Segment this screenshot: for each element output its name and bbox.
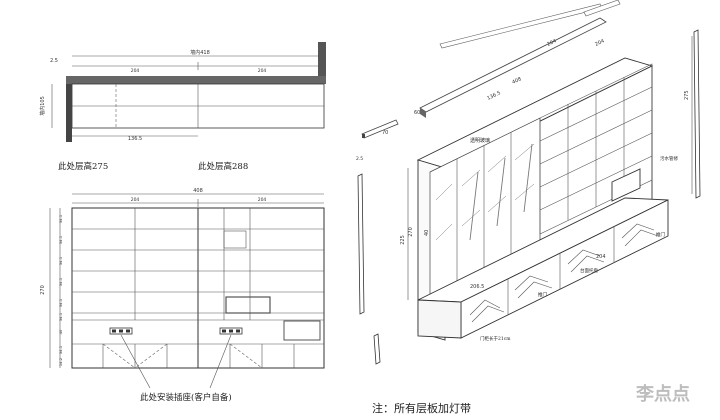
iso-w204b: 204: [594, 38, 605, 48]
top-seg-left: 204: [131, 68, 140, 74]
top-seg-right: 204: [258, 68, 267, 74]
socket-note: 此处安装插座(客户自备): [140, 392, 232, 403]
iso-204-bottom: 204: [596, 254, 606, 260]
iso-w408: 408: [511, 76, 522, 86]
iso-tall-right: 275: [684, 90, 690, 100]
svg-text:34.1: 34.1: [58, 235, 63, 244]
iso-open-shelves: [539, 63, 653, 235]
iso-door-mid: 推门: [538, 291, 547, 298]
iso-side-40: 40: [424, 230, 430, 236]
iso-w204a: 204: [546, 38, 557, 48]
left-wall-strip: [66, 84, 72, 142]
front-view: 408 204 204: [40, 188, 325, 403]
iso-lamp-right: 污水管修: [660, 155, 678, 162]
svg-text:34.1: 34.1: [58, 277, 63, 286]
socket-right: [219, 327, 243, 335]
iso-door-right: 推门: [656, 231, 665, 238]
iso-tray: 台面托盘: [580, 267, 598, 274]
iso-70: 70: [382, 130, 388, 136]
front-height-label: 270: [40, 285, 46, 295]
front-seg-right: 204: [258, 197, 267, 203]
front-seg-left: 204: [131, 197, 140, 203]
top-depth-label: 墙内105: [39, 96, 46, 116]
socket-left: [109, 327, 133, 335]
iso-206: 206.5: [470, 284, 484, 290]
front-right-shelves: [198, 208, 324, 369]
front-left-shelves: [72, 208, 198, 369]
iso-tall-panel: [693, 29, 701, 199]
svg-text:34.1: 34.1: [58, 345, 63, 354]
iso-60: 60: [414, 110, 420, 116]
iso-136: 136.5: [486, 90, 502, 102]
floor-note-left: 此处层高275: [58, 161, 108, 172]
floor-note-right: 此处层高288: [198, 161, 248, 172]
top-slab: [66, 76, 326, 84]
iso-small-piece: [373, 333, 381, 365]
svg-text:34.1: 34.1: [58, 214, 63, 223]
iso-2-5: 2.5: [356, 156, 363, 162]
svg-text:14.2: 14.2: [58, 357, 63, 366]
wall-block: [318, 42, 326, 78]
svg-text:34.1: 34.1: [58, 256, 63, 265]
iso-cabinet-body: [416, 57, 669, 341]
footer-note: 注：所有层板加灯带: [372, 401, 471, 415]
top-left-offset: 2.5: [50, 58, 58, 64]
front-row-dims: 34.1 34.1 34.1 34.1 34.1 34.1 40 34.1 14…: [58, 214, 63, 366]
iso-h225: 225: [400, 235, 406, 245]
top-inner-width: 墙内418: [190, 49, 210, 56]
iso-view: 透明玻璃 225 270 408 204 204 136.5 60 70 2.5…: [356, 0, 701, 365]
svg-text:34.1: 34.1: [58, 312, 63, 321]
iso-bottom-measure: 门柜长于21cm: [480, 335, 511, 342]
front-total-width: 408: [193, 188, 203, 194]
top-view: 墙内418 2.5 204 204 墙内105 136.5 此处层高275 此处…: [39, 42, 326, 172]
iso-glass-label: 透明玻璃: [470, 137, 490, 144]
svg-text:40: 40: [58, 329, 63, 334]
svg-text:34.1: 34.1: [58, 298, 63, 307]
watermark: 李点点: [635, 383, 690, 405]
iso-side-panel: [357, 173, 365, 315]
top-bottom-dim: 136.5: [128, 136, 142, 142]
iso-h270: 270: [408, 227, 414, 237]
